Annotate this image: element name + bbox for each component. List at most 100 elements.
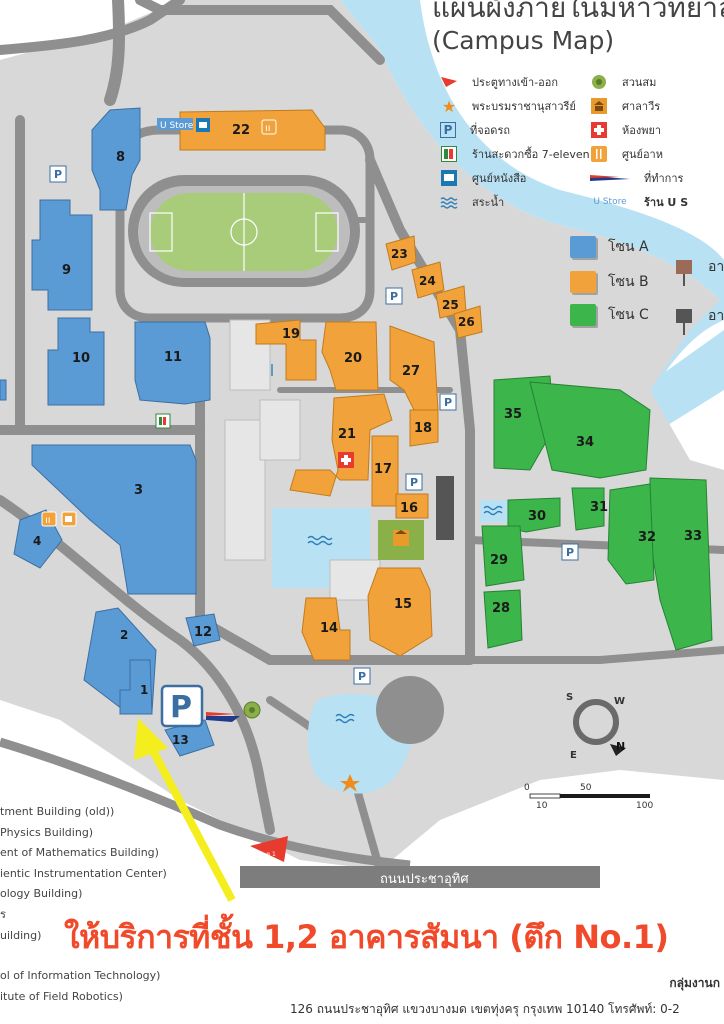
boundary-road — [0, 737, 411, 870]
building-list-item: ology Building) — [0, 887, 83, 901]
road-label: ถนนประชาอุทิศ — [380, 872, 469, 887]
svg-text:ıı: ıı — [45, 515, 51, 526]
building-15 — [367, 567, 433, 657]
svg-text:10: 10 — [536, 801, 548, 811]
svg-text:W: W — [614, 696, 625, 707]
svg-text:100: 100 — [636, 801, 653, 811]
compass: S W E N — [566, 692, 626, 761]
svg-text:P: P — [566, 546, 574, 559]
legend-item: สวนสม — [590, 72, 656, 92]
building-23 — [385, 235, 417, 271]
legend-item: ที่ทำการ — [590, 168, 683, 188]
svg-text:0: 0 — [524, 783, 530, 793]
building-28 — [483, 589, 523, 649]
coffee-icon — [61, 511, 77, 527]
svg-text:30: 30 — [528, 509, 546, 524]
building-left-edge — [0, 379, 7, 401]
building-30 — [507, 497, 561, 533]
svg-text:P: P — [444, 396, 452, 409]
zone-b-label: โซน B — [608, 274, 649, 290]
star-icon: ★ — [441, 96, 457, 116]
legend-item: U Store ร้าน U S — [590, 192, 688, 212]
food-icon: ıı — [41, 511, 57, 527]
svg-text:26: 26 — [458, 315, 475, 329]
legend-label: สวนสม — [622, 76, 657, 89]
svg-text:9: 9 — [62, 263, 71, 278]
large-parking-icon: P — [160, 684, 204, 728]
legend-item: สระน้ำ — [440, 192, 504, 212]
svg-text:21: 21 — [338, 427, 356, 442]
svg-text:14: 14 — [320, 621, 338, 636]
building-26 — [453, 305, 483, 339]
roundabout — [376, 676, 444, 744]
legend-item: ศาลาวีร — [590, 96, 660, 116]
svg-text:50: 50 — [580, 783, 592, 793]
svg-text:10: 10 — [72, 351, 90, 366]
legend-label: ศูนย์อาห — [622, 148, 663, 161]
address: 126 ถนนประชาอุทิศ แขวงบางมด เขตทุ่งครุ ก… — [290, 1002, 680, 1016]
pin-brown-icon — [676, 260, 692, 286]
pavilion-icon — [590, 97, 608, 115]
svg-text:3: 3 — [134, 483, 143, 498]
svg-text:22: 22 — [232, 123, 250, 138]
zone-other-label: อา — [708, 308, 724, 324]
building-22 — [179, 109, 326, 151]
building-list-item: tment Building (old)) — [0, 805, 115, 818]
parking-icons: P P P P P P — [49, 165, 579, 685]
zone-a-legend: โซน A — [570, 236, 649, 258]
garden-icon — [590, 73, 608, 91]
map-title-english: (Campus Map) — [432, 26, 615, 55]
building-20 — [321, 321, 379, 391]
seven-eleven-icon — [440, 145, 458, 163]
water-icon — [271, 364, 503, 724]
svg-text:19: 19 — [282, 327, 300, 342]
pond-east — [480, 500, 510, 522]
yellow-arrow — [134, 718, 236, 902]
svg-text:35: 35 — [504, 407, 522, 422]
svg-text:31: 31 — [590, 500, 608, 515]
building-32 — [607, 483, 655, 585]
misc-structures — [224, 319, 381, 601]
parking-icon: P — [439, 393, 457, 411]
legend-label: ร้าน U S — [644, 196, 689, 209]
gate-flag-icon: ประตู 1 — [250, 836, 288, 862]
building-list-item: ent of Mathematics Building) — [0, 846, 159, 860]
zone-c-legend: โซน C — [570, 304, 649, 326]
star-icon — [340, 774, 360, 792]
svg-text:28: 28 — [492, 601, 510, 616]
svg-text:E: E — [570, 750, 577, 761]
parking-icon: P — [440, 122, 456, 138]
zone-c-swatch — [570, 304, 596, 326]
svg-text:13: 13 — [172, 733, 189, 747]
building-list-item: itute of Field Robotics) — [0, 989, 123, 1003]
parking-icon: P — [353, 667, 371, 685]
legend-item: ประตูทางเข้า-ออก — [440, 72, 558, 92]
zone-other-legend: อา — [676, 256, 724, 286]
svg-text:32: 32 — [638, 530, 656, 545]
stadium — [128, 175, 360, 287]
svg-text:34: 34 — [576, 435, 594, 450]
dark-building — [436, 476, 454, 540]
seven-eleven-icon — [155, 413, 171, 429]
pin-dark-icon — [676, 309, 692, 335]
svg-text:17: 17 — [374, 462, 392, 477]
svg-text:P: P — [358, 670, 366, 683]
map-title-thai: แผนผังภายในมหาวิทยาลัย — [432, 0, 724, 24]
building-list: tment Building (old)) Physics Building) … — [0, 802, 167, 1007]
legend: ประตูทางเข้า-ออก ★ พระบรมราชานุสาวรีย์ P… — [440, 72, 724, 218]
legend-label: ห้องพยา — [622, 124, 662, 137]
building-list-item: Physics Building) — [0, 825, 94, 839]
legend-item: ศูนย์หนังสือ — [440, 168, 526, 188]
first-aid-icon — [590, 121, 608, 139]
svg-text:ıı: ıı — [265, 123, 271, 134]
scale-bar: 0 50 10 100 — [524, 783, 653, 811]
svg-text:P: P — [410, 476, 418, 489]
building-31 — [571, 487, 605, 531]
building-list-item: ol of Information Technology) — [0, 969, 161, 983]
svg-text:4: 4 — [33, 534, 41, 548]
svg-text:N: N — [616, 740, 625, 753]
building-10 — [47, 317, 105, 406]
first-aid-icon — [338, 452, 354, 468]
svg-text:8: 8 — [116, 150, 125, 165]
parking-icon: P — [561, 543, 579, 561]
